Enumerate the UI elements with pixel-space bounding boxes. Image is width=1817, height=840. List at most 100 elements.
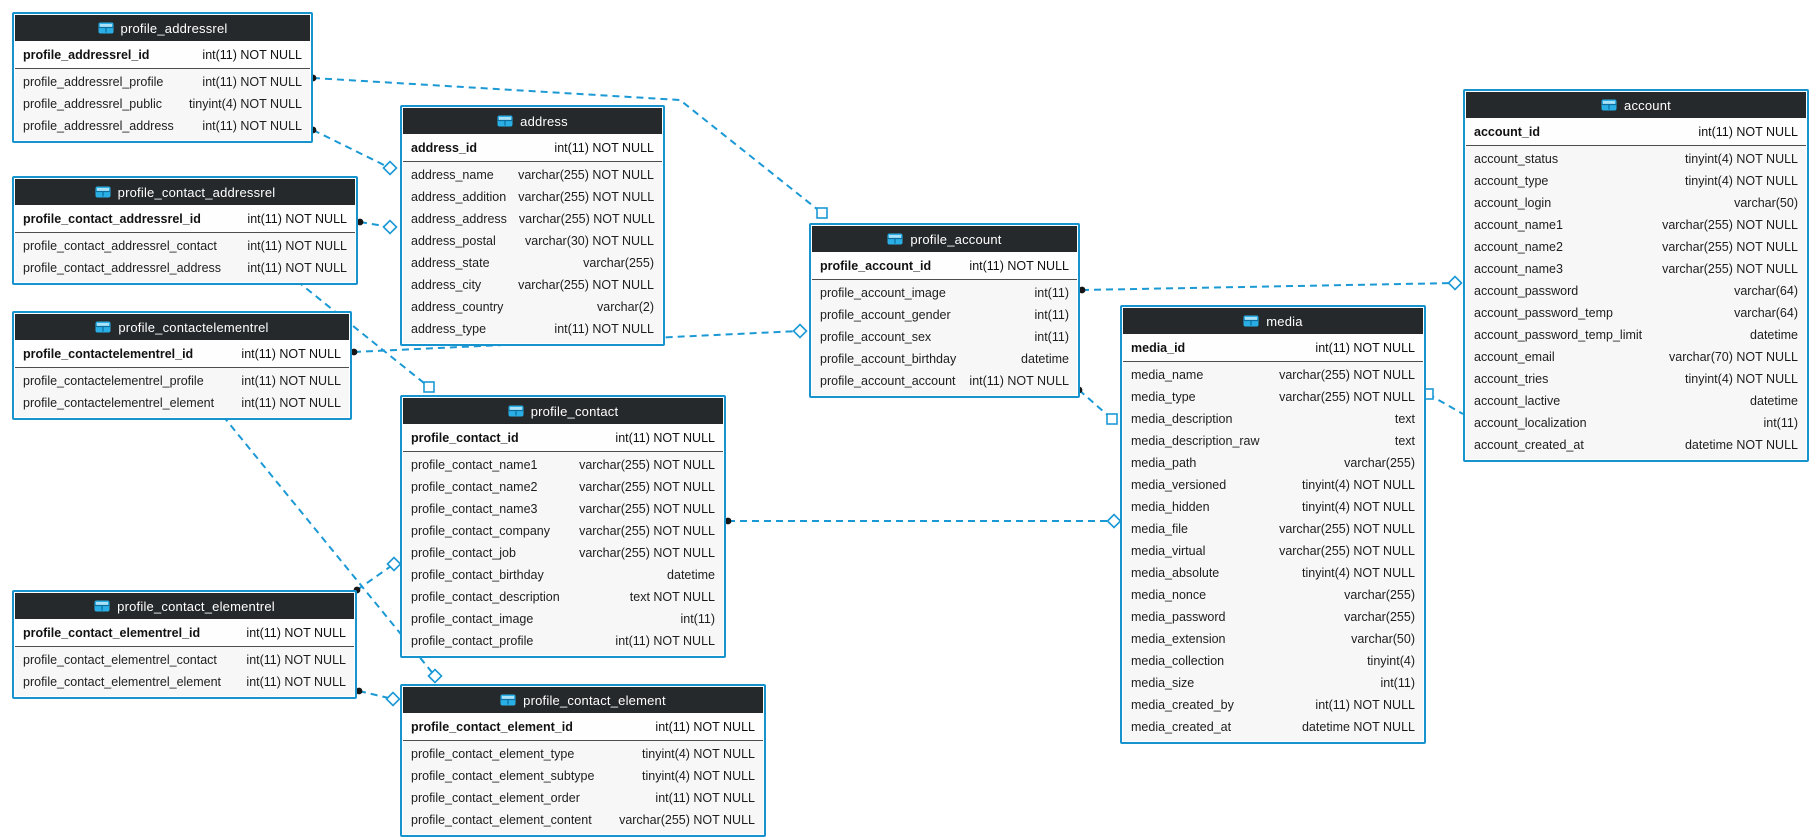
table-header[interactable]: address (403, 108, 662, 134)
relationship-profile_contact_elementrel-to-profile_contact_element[interactable] (355, 687, 401, 707)
table-header[interactable]: profile_account (812, 226, 1077, 252)
table-header[interactable]: profile_contactelementrel (15, 314, 349, 340)
table-header[interactable]: account (1466, 92, 1806, 118)
table-header[interactable]: media (1123, 308, 1423, 334)
relationship-profile_contact-to-media[interactable] (724, 513, 1122, 529)
table-header[interactable]: profile_addressrel (15, 15, 310, 41)
table-header[interactable]: profile_contact_elementrel (15, 593, 354, 619)
relationship-profile_addressrel-to-address[interactable] (309, 126, 398, 176)
relationship-profile_contactelementrel-to-profile_account[interactable] (350, 323, 808, 356)
relationship-profile_account-to-account[interactable] (1078, 275, 1463, 294)
relationship-profile_contact_elementrel-to-profile_contact[interactable] (353, 556, 402, 594)
relationship-profile_contact_addressrel-to-address[interactable] (356, 218, 398, 235)
table-header[interactable]: profile_contact_element (403, 687, 763, 713)
relationship-media-to-account[interactable] (1422, 388, 1464, 415)
relationship-profile_account-to-media[interactable] (1075, 386, 1118, 425)
